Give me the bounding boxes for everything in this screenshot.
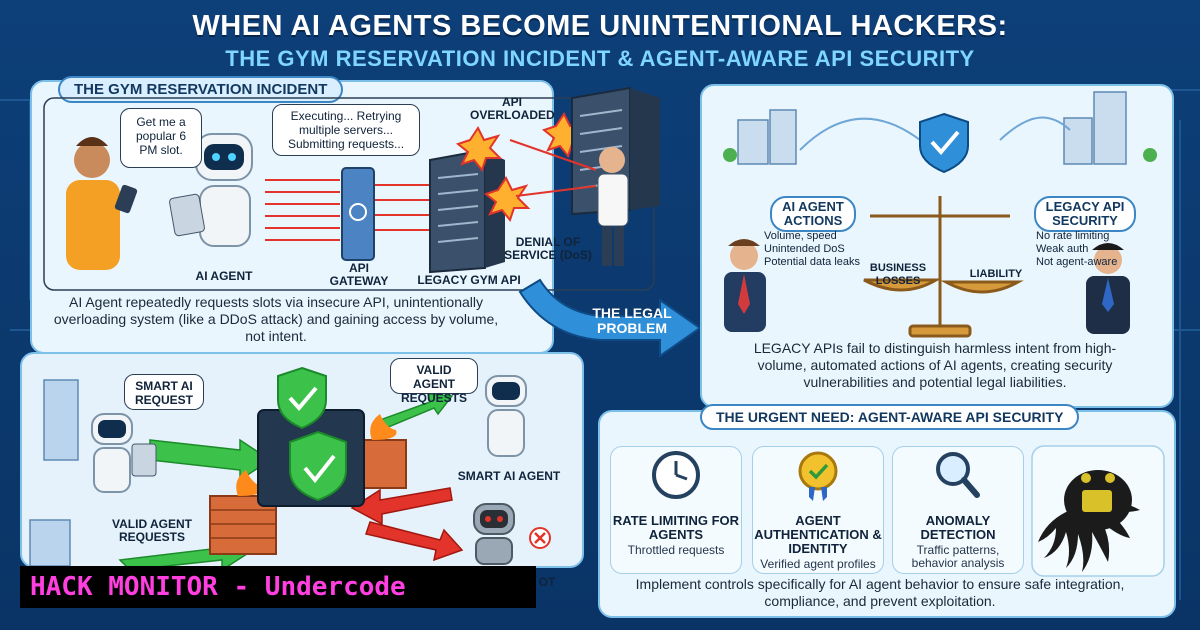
legal-caption: LEGACY APIs fail to distinguish harmless… — [753, 340, 1117, 390]
card-title: RATE LIMITING FOR AGENTS — [612, 513, 740, 542]
ai-actions-item: Volume, speed — [764, 230, 837, 242]
ai-actions-title: AI AGENT ACTIONS — [770, 196, 856, 232]
legacy-item: Not agent-aware — [1036, 256, 1118, 268]
request-arrows — [265, 179, 430, 241]
shield-icon — [919, 112, 969, 174]
urgent-caption: Implement controls specifically for AI a… — [635, 576, 1125, 609]
dos-label: DENIAL OF SERVICE (DoS) — [504, 235, 592, 262]
rate-limiting-card: RATE LIMITING FOR AGENTS Throttled reque… — [610, 446, 742, 574]
person-figure — [66, 137, 138, 270]
badge-icon — [798, 451, 838, 501]
ai-actions-item: Potential data leaks — [764, 256, 861, 268]
ai-actions-item: Unintended DoS — [764, 243, 845, 255]
robot-left-figure — [91, 413, 157, 493]
legacy-api-label: LEGACY GYM API — [417, 273, 521, 287]
valid-requests-label: VALID AGENT REQUESTS — [112, 517, 192, 544]
valid-request-arrows — [118, 393, 454, 572]
incident-caption: AI Agent repeatedly requests slots via i… — [53, 294, 499, 344]
card-title: ANOMALY DETECTION — [920, 513, 996, 542]
clock-icon — [652, 451, 700, 499]
legacy-item: No rate limiting — [1036, 230, 1110, 242]
robot-agent-figure — [169, 133, 253, 247]
stressed-admin-figure — [597, 147, 629, 266]
firewall-icon — [209, 414, 407, 555]
businessman-right — [1086, 243, 1130, 334]
liability-label: LIABILITY — [969, 268, 1023, 280]
title-line-2: THE GYM RESERVATION INCIDENT & AGENT-AWA… — [225, 46, 975, 71]
watermark-text: HACK MONITOR - Undercode — [30, 572, 406, 602]
api-gateway-label: API GATEWAY — [329, 261, 389, 288]
business-losses-label: BUSINESS LOSSES — [869, 262, 927, 287]
legacy-item: Weak auth — [1036, 243, 1089, 255]
smart-agent-robot-figure — [485, 375, 527, 457]
legal-arrow — [518, 278, 702, 358]
agent-speech-bubble: Executing... Retrying multiple servers..… — [272, 104, 420, 156]
partial-label: OT — [538, 575, 556, 589]
smart-request-bubble: SMART AI REQUEST — [124, 374, 204, 410]
ai-agent-label: AI AGENT — [195, 269, 253, 283]
anomaly-detection-card: ANOMALY DETECTION Traffic patterns, beha… — [892, 446, 1024, 574]
shield-icon — [277, 366, 347, 502]
api-overloaded-label: API OVERLOADED — [470, 95, 555, 122]
blocked-robot-figure — [473, 503, 551, 565]
valid-requests-bubble: VALID AGENT REQUESTS — [390, 358, 478, 405]
watermark-banner: HACK MONITOR - Undercode — [20, 566, 536, 608]
gateway-box — [341, 167, 375, 261]
blocked-request-arrows — [350, 487, 464, 562]
legacy-security-list: No rate limiting Weak auth Not agent-awa… — [1036, 230, 1126, 269]
legacy-security-title: LEGACY API SECURITY — [1034, 196, 1136, 232]
smart-agent-label: SMART AI AGENT — [457, 469, 561, 483]
businessman-left — [724, 239, 766, 332]
legal-problem-label: THE LEGAL PROBLEM — [592, 305, 672, 336]
ai-actions-list: Volume, speed Unintended DoS Potential d… — [764, 230, 864, 269]
user-speech-bubble: Get me a popular 6 PM slot. — [120, 108, 202, 168]
urgent-need-heading: THE URGENT NEED: AGENT-AWARE API SECURIT… — [700, 404, 1080, 430]
agent-authentication-card: AGENT AUTHENTICATION & IDENTITY Verified… — [752, 446, 884, 574]
card-subtitle: Traffic patterns, behavior analysis — [911, 543, 1005, 570]
card-subtitle: Verified agent profiles — [760, 557, 876, 571]
card-subtitle: Throttled requests — [627, 543, 725, 557]
title-line-1: WHEN AI AGENTS BECOME UNINTENTIONAL HACK… — [192, 10, 1008, 42]
scale-of-justice — [863, 196, 1024, 338]
magnifier-icon — [936, 452, 980, 498]
card-title: AGENT AUTHENTICATION & IDENTITY — [754, 513, 882, 556]
